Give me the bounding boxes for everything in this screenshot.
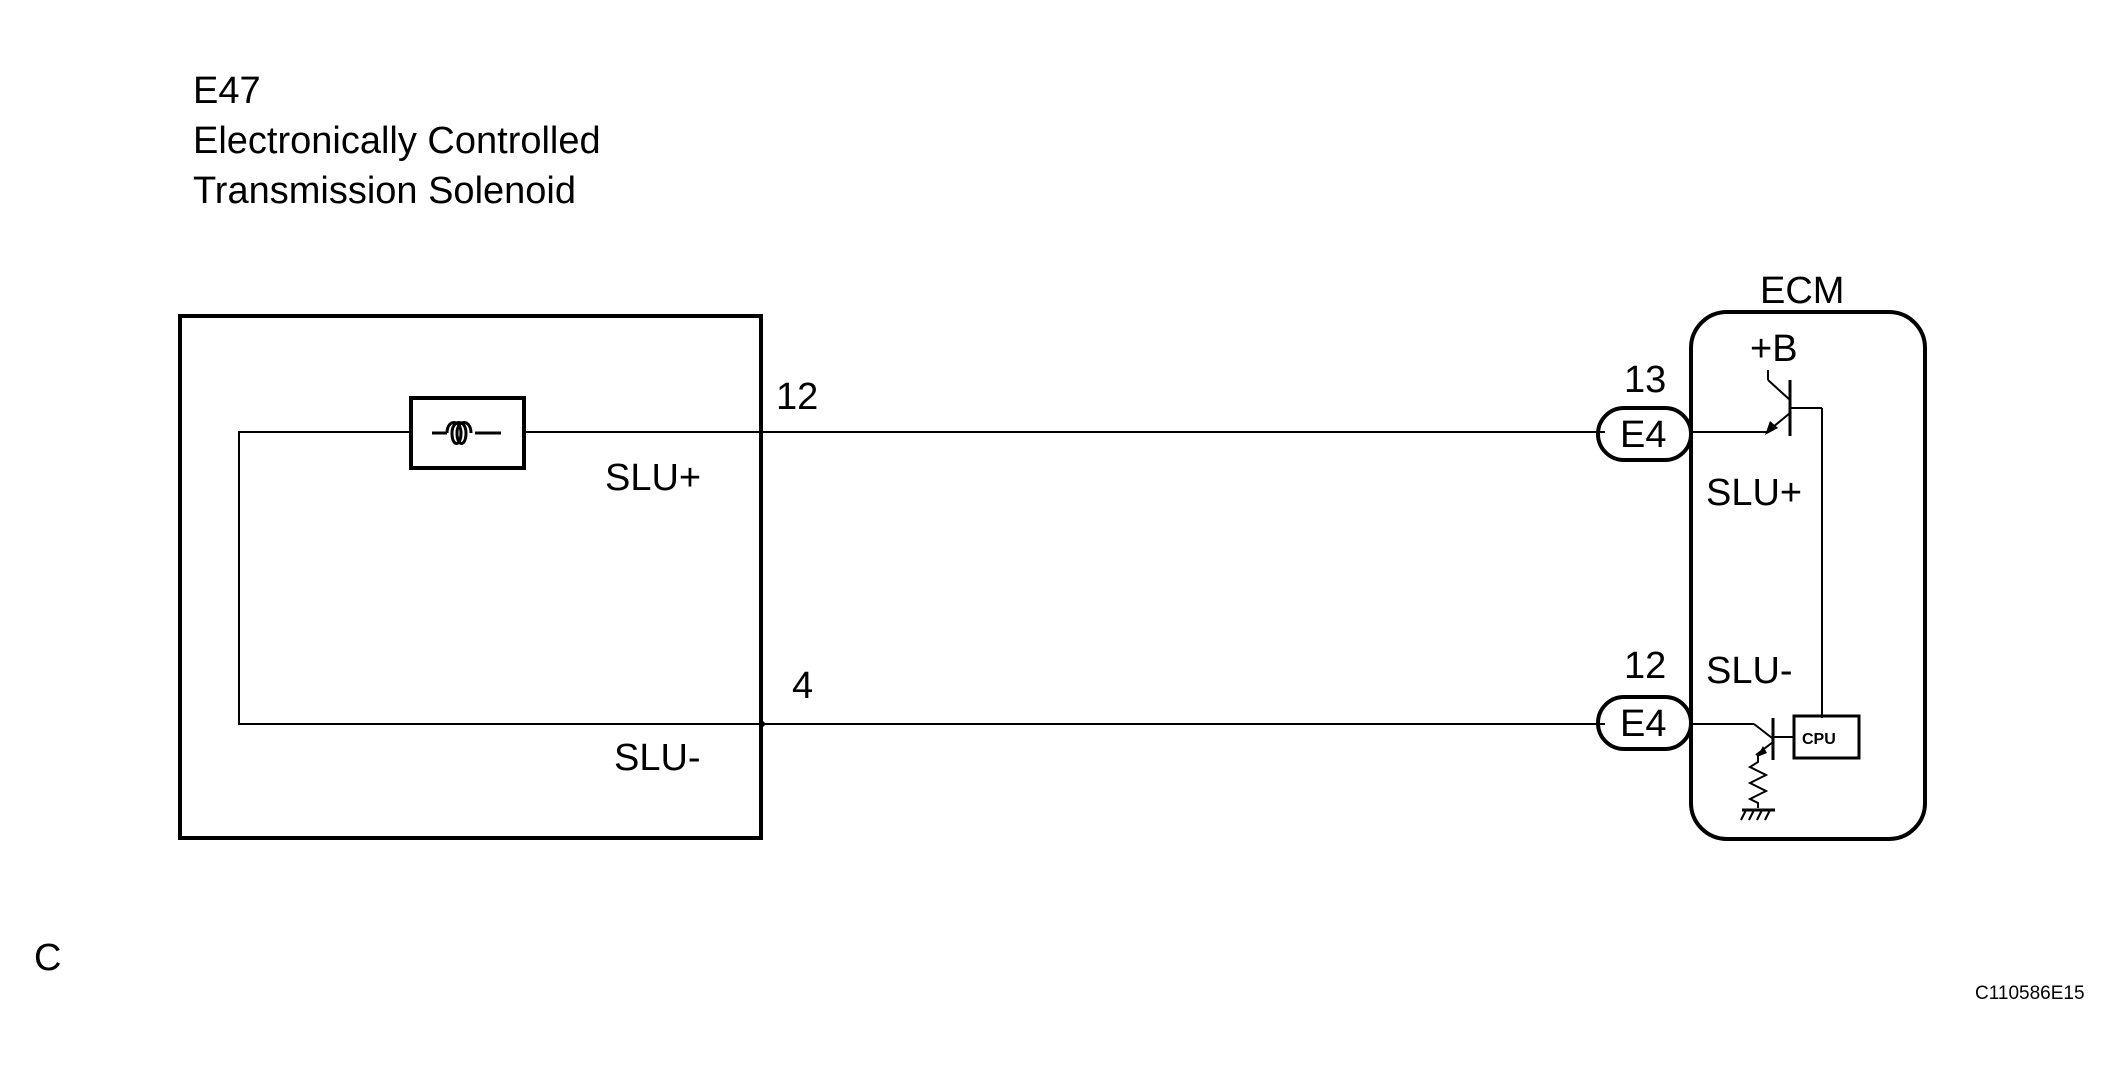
solenoid-label-plus: SLU+ <box>605 457 701 499</box>
connector-e4-minus-label: E4 <box>1620 703 1666 745</box>
high-side-transistor-icon <box>1691 370 1823 718</box>
ecm-supply-label: +B <box>1750 328 1798 370</box>
figure-code: C110586E15 <box>1975 983 2085 1004</box>
solenoid-box <box>178 314 763 840</box>
corner-letter: C <box>34 937 61 979</box>
ecm-pin-plus: 13 <box>1624 359 1666 401</box>
cpu-block <box>1792 714 1861 760</box>
solenoid-label-minus: SLU- <box>614 737 701 779</box>
low-side-transistor-icon <box>1691 718 1794 808</box>
component-name-line2: Transmission Solenoid <box>193 170 576 212</box>
solenoid-pin-minus: 4 <box>792 665 813 707</box>
ecm-title: ECM <box>1760 270 1844 312</box>
coil-icon <box>409 396 526 470</box>
ecm-label-plus: SLU+ <box>1706 472 1802 514</box>
connector-e4-plus-label: E4 <box>1620 414 1666 456</box>
ecm-pin-minus: 12 <box>1624 645 1666 687</box>
solenoid-pin-plus: 12 <box>776 376 818 418</box>
ecm-box <box>1689 310 1927 841</box>
junction-dot-minus <box>759 721 765 727</box>
ground-icon <box>1740 808 1775 821</box>
ecm-label-minus: SLU- <box>1706 650 1793 692</box>
cpu-label: CPU <box>1802 731 1836 748</box>
connector-e4-plus <box>1596 406 1693 462</box>
component-name-line1: Electronically Controlled <box>193 120 601 162</box>
component-id: E47 <box>193 70 261 112</box>
